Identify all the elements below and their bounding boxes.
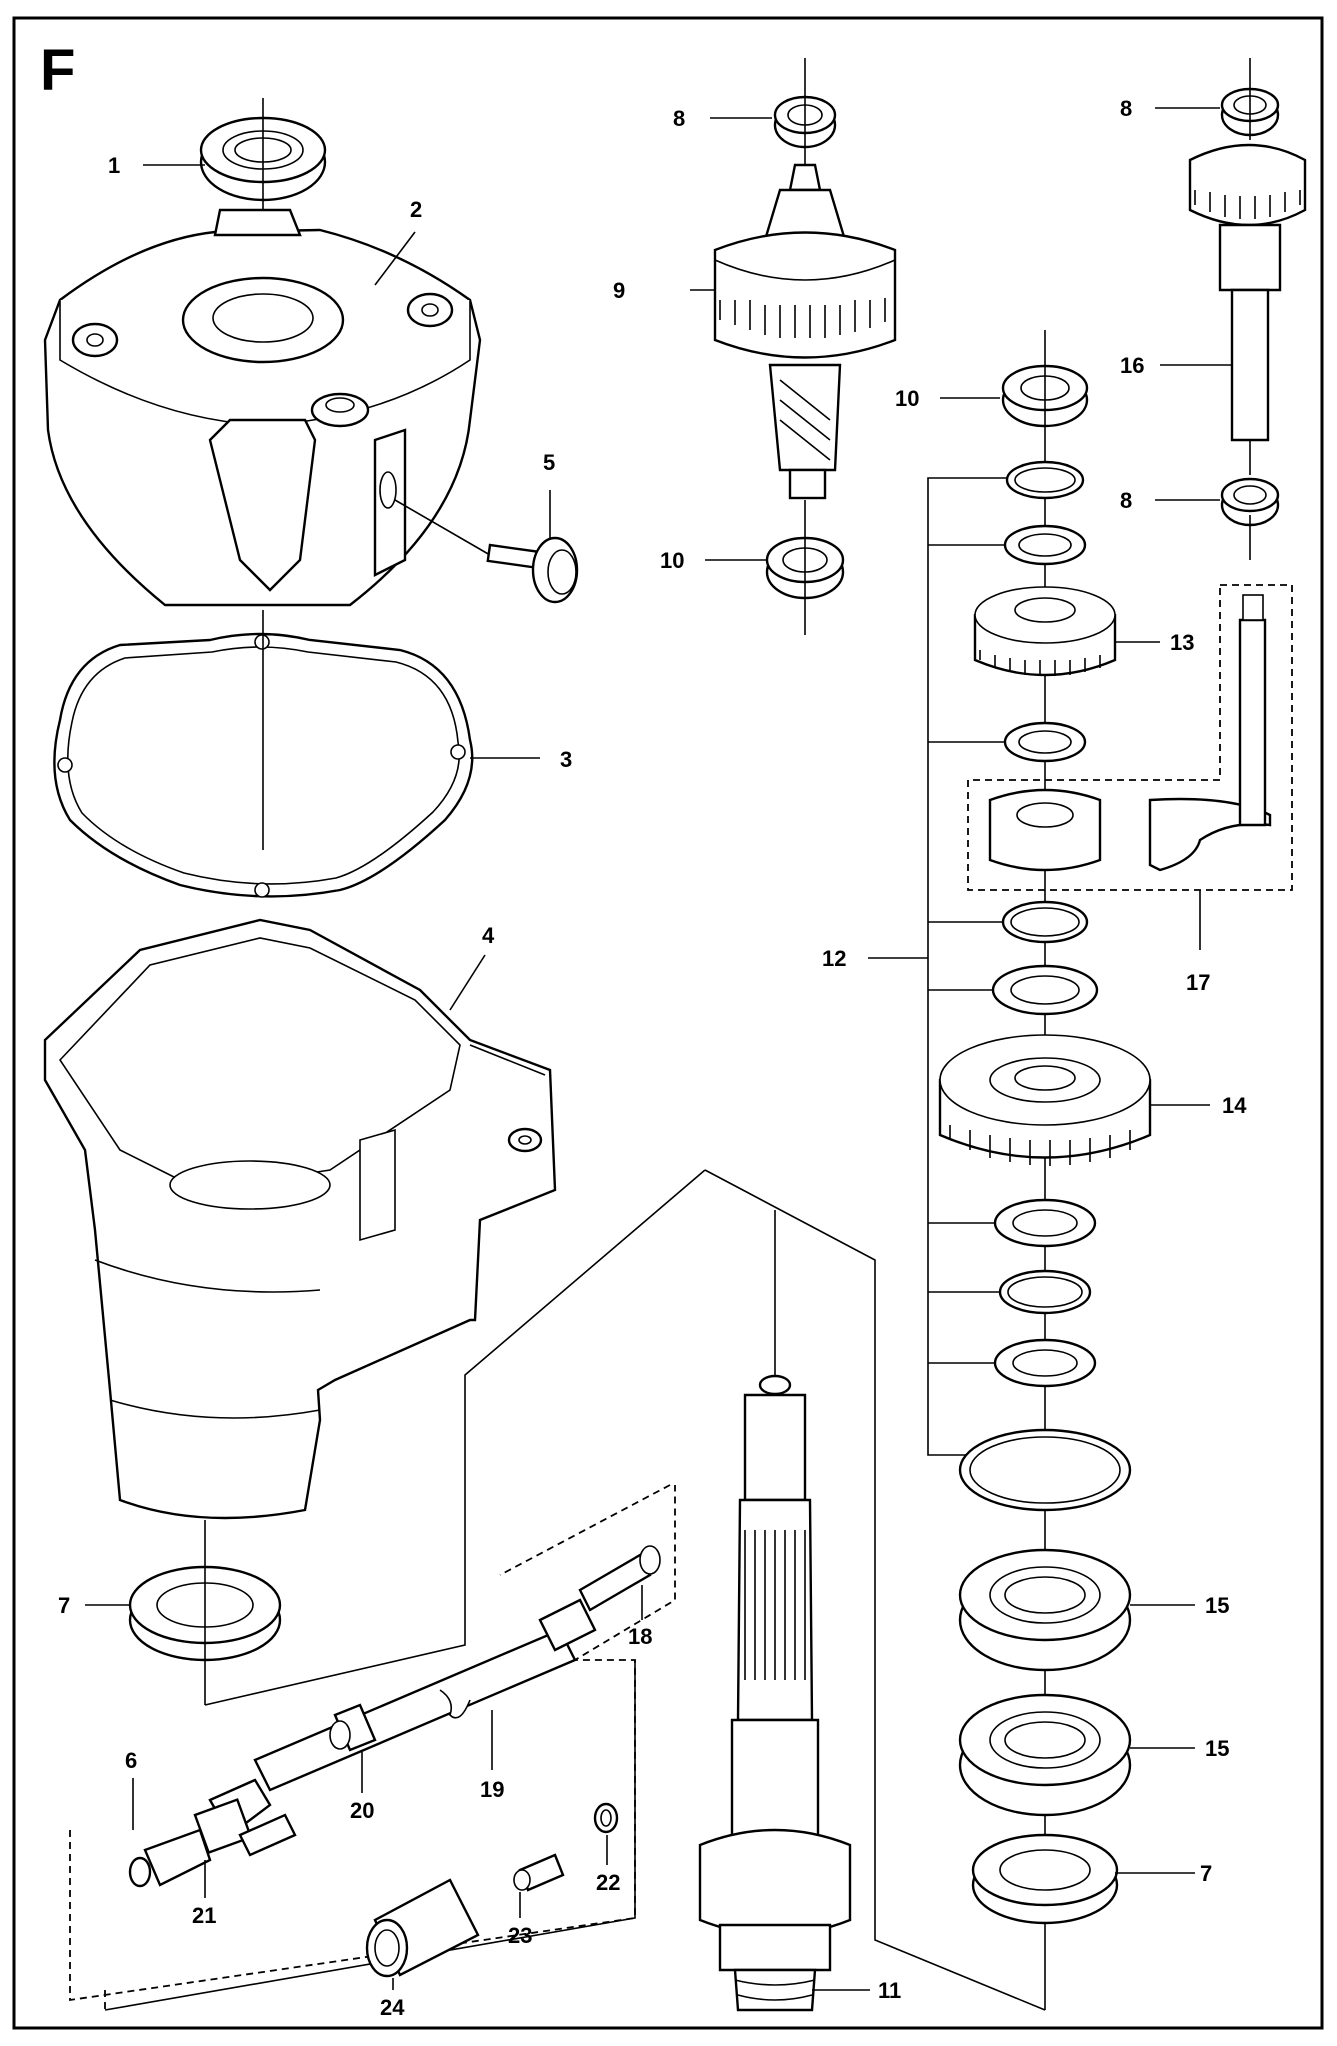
part-7-seal-right bbox=[971, 1833, 1119, 1925]
callout-1: 1 bbox=[108, 153, 120, 178]
part-14-large-gear bbox=[938, 1034, 1152, 1166]
part-9-intermediate-gear bbox=[713, 163, 897, 500]
callout-8-right-bottom: 8 bbox=[1120, 488, 1132, 513]
callout-23: 23 bbox=[508, 1923, 532, 1948]
part-18-nipple bbox=[538, 1545, 661, 1652]
callout-15-upper: 15 bbox=[1205, 1593, 1229, 1618]
washer-mid2 bbox=[991, 964, 1099, 1016]
callout-10-center: 10 bbox=[660, 548, 684, 573]
circlip-large bbox=[958, 1428, 1132, 1512]
washer-lower bbox=[993, 1198, 1097, 1248]
part-5-knob-screw bbox=[394, 499, 579, 604]
callout-20: 20 bbox=[350, 1798, 374, 1823]
callout-15-lower: 15 bbox=[1205, 1736, 1229, 1761]
callout-3: 3 bbox=[560, 747, 572, 772]
callout-24: 24 bbox=[380, 1995, 405, 2020]
callout-18: 18 bbox=[628, 1624, 652, 1649]
callout-11: 11 bbox=[878, 1978, 901, 2003]
circlip-lower bbox=[998, 1269, 1092, 1315]
callout-10-right: 10 bbox=[895, 386, 919, 411]
group-12-bracket bbox=[927, 477, 1015, 1456]
callout-8-center: 8 bbox=[673, 106, 685, 131]
part-15-bearing-lower bbox=[958, 1693, 1132, 1817]
callout-9: 9 bbox=[613, 278, 625, 303]
callout-6: 6 bbox=[125, 1748, 137, 1773]
callout-7-right: 7 bbox=[1200, 1861, 1212, 1886]
part-17-clutch bbox=[988, 594, 1272, 872]
callout-12: 12 bbox=[822, 946, 846, 971]
part-16-pinion-shaft bbox=[1188, 143, 1307, 442]
washer-bottom bbox=[993, 1338, 1097, 1388]
callout-5: 5 bbox=[543, 450, 555, 475]
callout-2: 2 bbox=[410, 197, 422, 222]
callout-22: 22 bbox=[596, 1870, 620, 1895]
part-19-hose bbox=[253, 1628, 577, 1792]
callout-16: 16 bbox=[1120, 353, 1144, 378]
callout-17: 17 bbox=[1186, 970, 1210, 995]
washer-mid bbox=[1003, 721, 1087, 763]
part-20-clamp bbox=[329, 1703, 377, 1752]
callout-14: 14 bbox=[1222, 1093, 1247, 1118]
sheet-letter: F bbox=[40, 38, 75, 103]
callout-21: 21 bbox=[192, 1903, 216, 1928]
circlip-mid bbox=[1001, 900, 1089, 944]
part-11-spindle bbox=[698, 1374, 852, 2012]
part-2-gear-housing-cover bbox=[43, 208, 482, 607]
callout-8-right-top: 8 bbox=[1120, 96, 1132, 121]
part-23-pin bbox=[513, 1853, 565, 1892]
callout-19: 19 bbox=[480, 1777, 504, 1802]
part-15-bearing-upper bbox=[958, 1548, 1132, 1672]
part-4-gear-housing bbox=[43, 918, 557, 1520]
callout-13: 13 bbox=[1170, 630, 1194, 655]
part-21-valve bbox=[128, 1778, 297, 1888]
callout-7-left: 7 bbox=[58, 1593, 70, 1618]
washer-upper bbox=[1003, 524, 1087, 566]
part-22-o-ring bbox=[593, 1802, 619, 1834]
part-24-nut bbox=[365, 1878, 480, 1978]
group-17-outline bbox=[967, 584, 1293, 891]
diagram-frame bbox=[12, 16, 1324, 2030]
part-13-gear bbox=[973, 586, 1117, 677]
circlip-upper bbox=[1005, 460, 1085, 500]
callout-4: 4 bbox=[482, 923, 495, 948]
